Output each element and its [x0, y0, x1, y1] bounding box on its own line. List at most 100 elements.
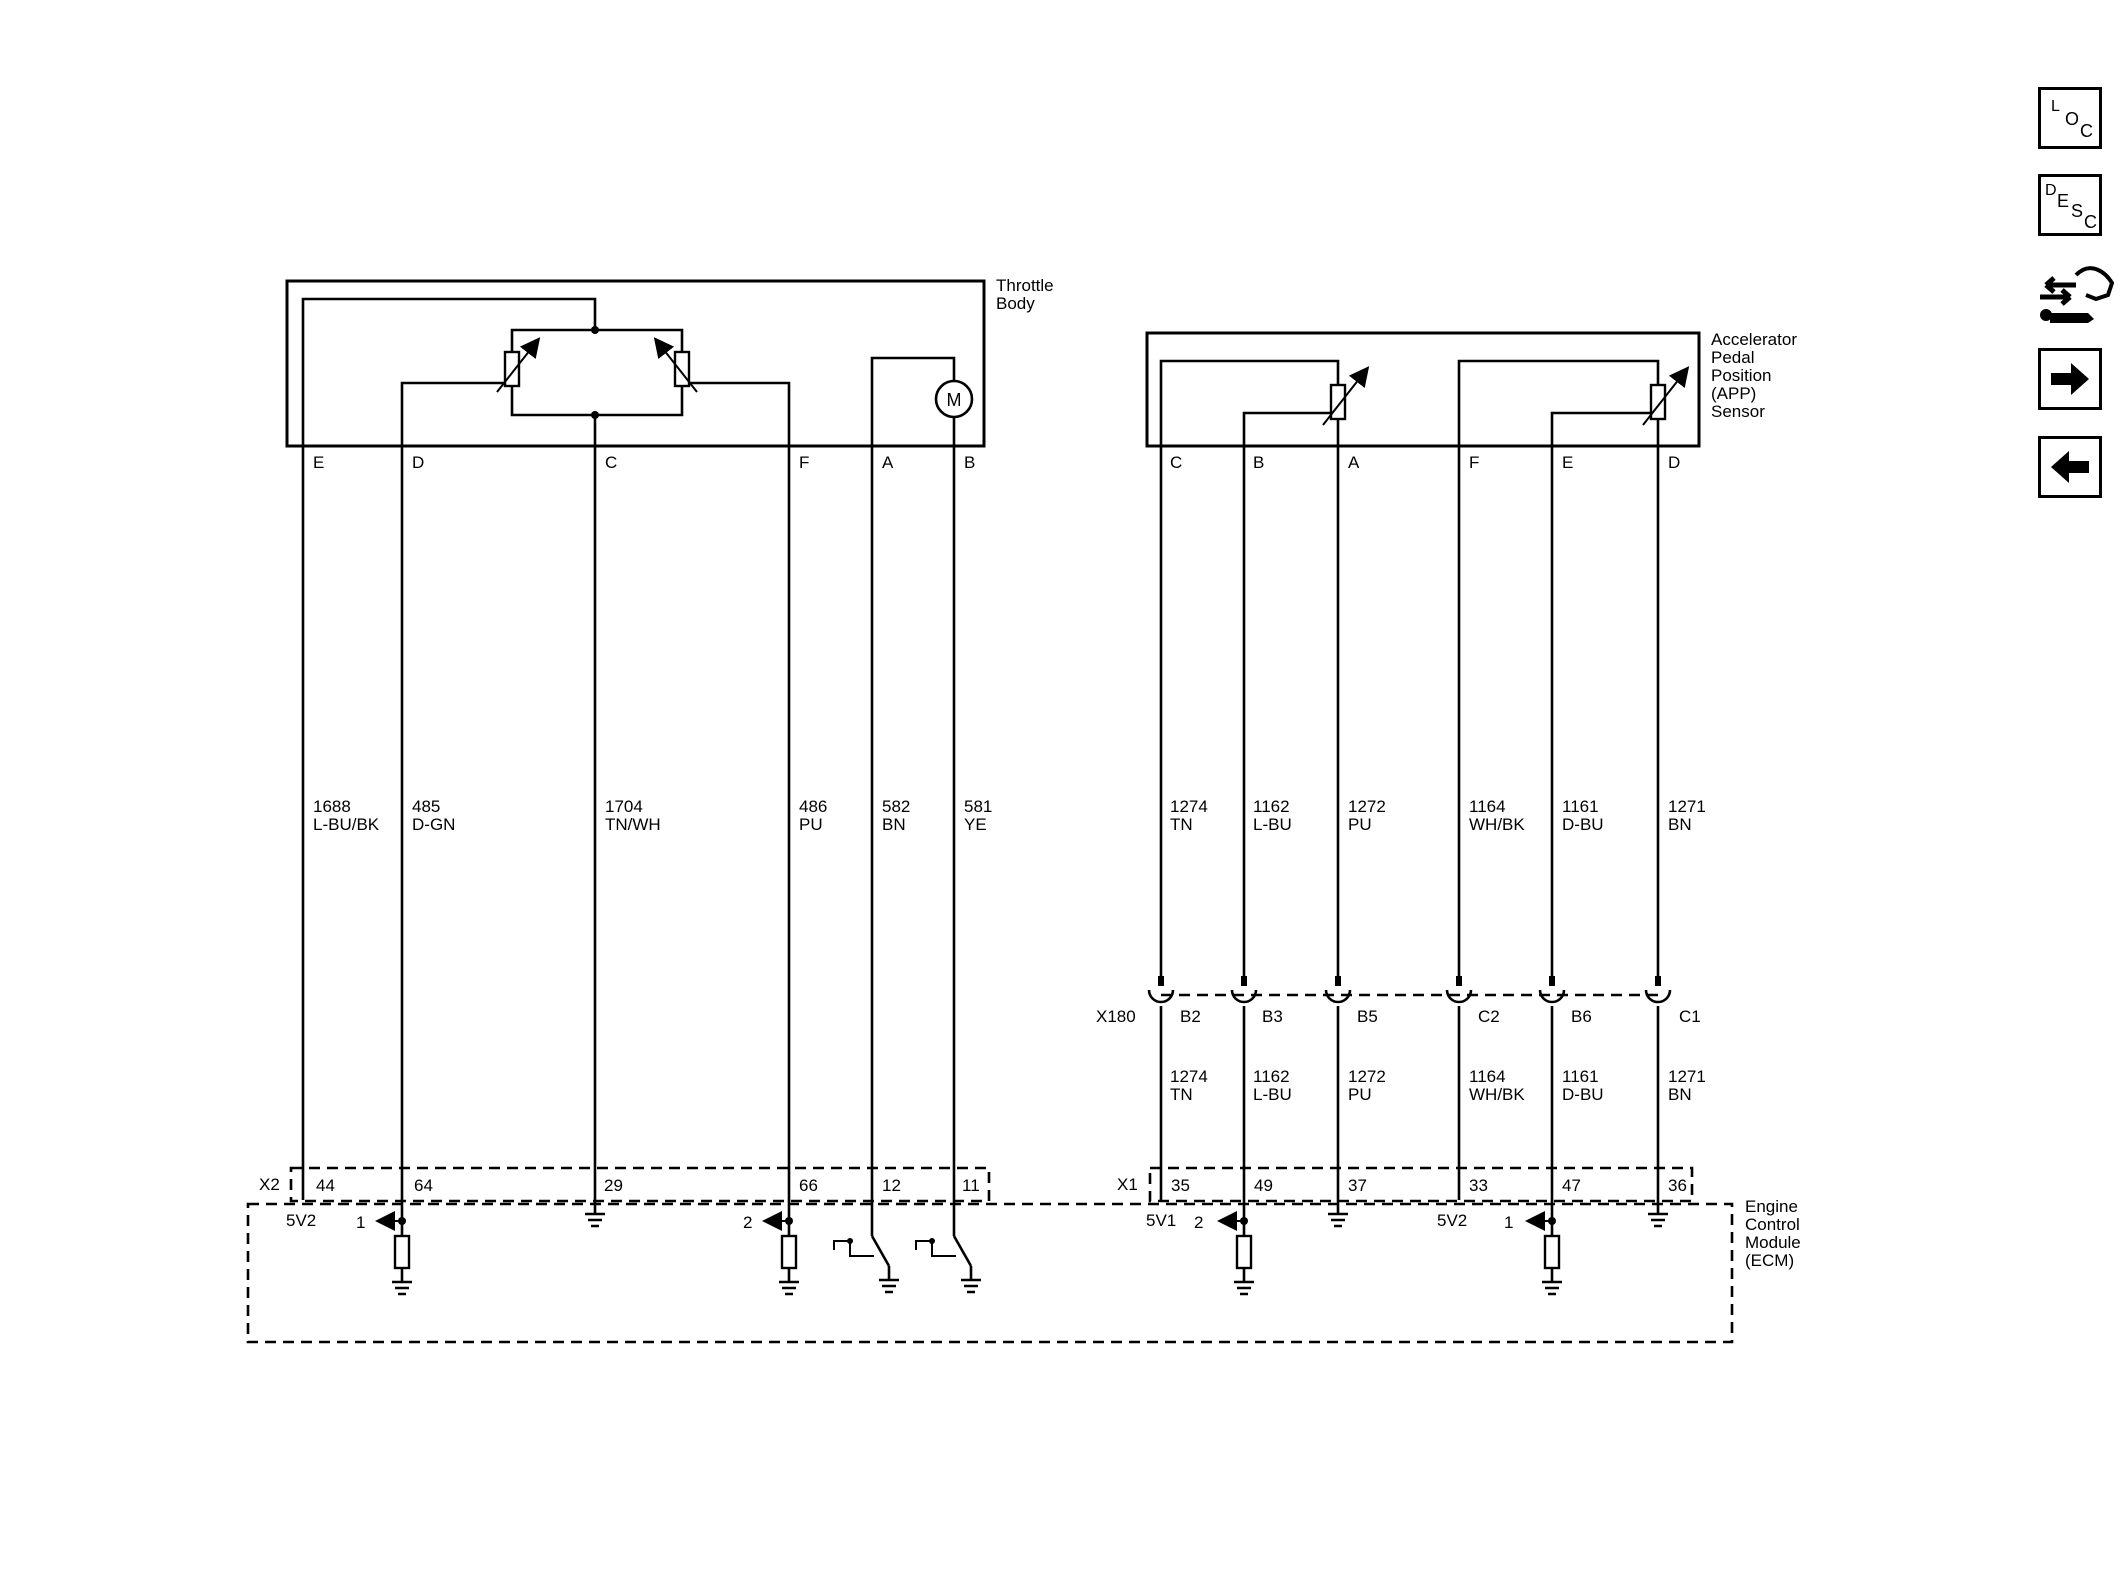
wire-color: D-BU [1562, 1085, 1604, 1104]
wire-color: WH/BK [1469, 815, 1525, 834]
app-sensor: Accelerator Pedal Position (APP) Sensor [1145, 330, 1797, 448]
arrow-right-icon [2051, 363, 2089, 395]
description-button[interactable]: D E S C [2038, 174, 2102, 236]
wire-color: BN [1668, 815, 1692, 834]
app-wire-a: A 1272 PU B5 1272 PU 37 [1324, 446, 1386, 1228]
throttle-body: M Throttle Body [285, 276, 1054, 448]
circuit-number: 1704 [605, 797, 643, 816]
ecm-pin: 35 [1171, 1176, 1190, 1195]
ecm-pin: 64 [414, 1176, 433, 1195]
pin-letter: E [1562, 453, 1573, 472]
throttle-wire-b: B 581 YE 11 [915, 446, 992, 1294]
throttle-body-label-2: Body [996, 294, 1035, 313]
circuit-number: 486 [799, 797, 827, 816]
desc-letter-s: S [2071, 201, 2084, 221]
x180-pin: B5 [1357, 1007, 1378, 1026]
throttle-wire-c: C 1704 TN/WH 29 [585, 446, 661, 1228]
location-button[interactable]: L O C [2038, 87, 2102, 149]
ecm-label-3: Module [1745, 1233, 1801, 1252]
wire-color: TN [1170, 1085, 1193, 1104]
wire-color: WH/BK [1469, 1085, 1525, 1104]
x180-pin: B3 [1262, 1007, 1283, 1026]
ecm-ref: 5V2 [1437, 1211, 1467, 1230]
app-label-1: Accelerator [1711, 330, 1797, 349]
circuit-number: 1164 [1469, 797, 1506, 816]
wire-color: PU [1348, 1085, 1372, 1104]
circuit-number: 1272 [1348, 1067, 1386, 1086]
ecm-pin: 29 [604, 1176, 623, 1195]
previous-page-button[interactable] [2038, 436, 2102, 498]
connector-x2-label: X2 [259, 1175, 280, 1194]
ecm-label-1: Engine [1745, 1197, 1798, 1216]
ecm-pin: 66 [799, 1176, 818, 1195]
connector-x180: X180 [1096, 993, 1665, 1026]
pin-letter: B [1253, 453, 1264, 472]
app-wire-c: C 1274 TN B2 1274 TN 35 5V1 [1146, 446, 1208, 1230]
ecm-ref: 1 [356, 1213, 365, 1232]
ecm-label-2: Control [1745, 1215, 1800, 1234]
loc-letter-c: C [2080, 121, 2093, 141]
app-wire-b: B 1162 L-BU B3 1162 L-BU 49 2 [1194, 446, 1292, 1296]
wire-color: TN/WH [605, 815, 661, 834]
pin-letter: D [412, 453, 424, 472]
ecm-pin: 33 [1469, 1176, 1488, 1195]
ecm-ref: 1 [1504, 1213, 1513, 1232]
ecm: X2 X1 Engine Control Module (ECM) [246, 1166, 1801, 1344]
ecm-pin: 44 [316, 1176, 335, 1195]
x180-pin: C2 [1478, 1007, 1500, 1026]
app-wire-d: D 1271 BN C1 1271 BN 36 [1644, 446, 1706, 1228]
throttle-body-label-1: Throttle [996, 276, 1054, 295]
motor-label: M [947, 390, 962, 410]
ecm-pin: 49 [1254, 1176, 1273, 1195]
pin-letter: C [605, 453, 617, 472]
circuit-number: 1272 [1348, 797, 1386, 816]
wire-color: L-BU [1253, 1085, 1292, 1104]
pin-letter: D [1668, 453, 1680, 472]
wire-color: BN [1668, 1085, 1692, 1104]
wire-color: PU [799, 815, 823, 834]
circuit-number: 1271 [1668, 797, 1706, 816]
ecm-label-4: (ECM) [1745, 1251, 1794, 1270]
connector-x1-label: X1 [1117, 1175, 1138, 1194]
wire-color: YE [964, 815, 987, 834]
circuit-number: 1161 [1562, 1067, 1599, 1086]
desc-letter-e: E [2057, 191, 2070, 211]
connector-view-icon[interactable] [2036, 255, 2116, 333]
wire-color: D-BU [1562, 815, 1604, 834]
wire-color: PU [1348, 815, 1372, 834]
throttle-wire-a: A 582 BN 12 [833, 446, 910, 1294]
app-wire-e: E 1161 D-BU B6 1161 D-BU 47 1 [1504, 446, 1604, 1296]
circuit-number: 1688 [313, 797, 351, 816]
desc-letter-d: D [2045, 182, 2057, 199]
next-page-button[interactable] [2038, 348, 2102, 410]
pin-letter: F [1469, 453, 1479, 472]
ecm-pin: 11 [962, 1176, 980, 1195]
pin-letter: E [313, 453, 324, 472]
app-wire-f: F 1164 WH/BK C2 1164 WH/BK 33 5V2 [1437, 446, 1525, 1230]
x180-pin: C1 [1679, 1007, 1701, 1026]
wire-color: TN [1170, 815, 1193, 834]
ecm-pin: 37 [1348, 1176, 1367, 1195]
x180-pin: B6 [1571, 1007, 1592, 1026]
pin-letter: F [799, 453, 809, 472]
ecm-ref: 5V2 [286, 1211, 316, 1230]
x180-pin: B2 [1180, 1007, 1201, 1026]
circuit-number: 581 [964, 797, 992, 816]
ecm-pin: 12 [882, 1176, 901, 1195]
circuit-number: 485 [412, 797, 440, 816]
ecm-ref: 2 [1194, 1213, 1203, 1232]
circuit-number: 1274 [1170, 797, 1208, 816]
app-label-3: Position [1711, 366, 1771, 385]
circuit-number: 582 [882, 797, 910, 816]
throttle-wire-f: F 486 PU 66 2 [743, 446, 827, 1296]
ecm-pin: 47 [1562, 1176, 1581, 1195]
ecm-ref: 2 [743, 1213, 752, 1232]
ecm-pin: 36 [1668, 1176, 1687, 1195]
desc-letter-c: C [2084, 212, 2097, 232]
loc-letter-l: L [2051, 98, 2060, 115]
pin-letter: B [964, 453, 975, 472]
wire-color: D-GN [412, 815, 455, 834]
pin-letter: A [1348, 453, 1360, 472]
app-label-4: (APP) [1711, 384, 1756, 403]
